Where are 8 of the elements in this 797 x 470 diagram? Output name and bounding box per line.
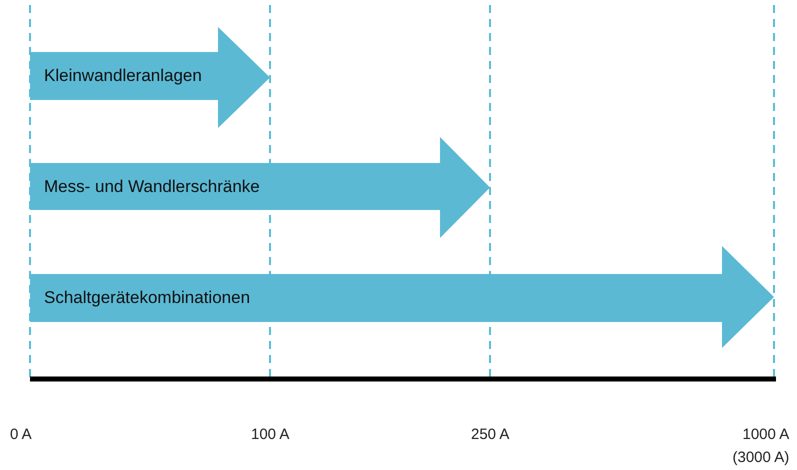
range-label: Schaltgerätekombinationen: [44, 288, 250, 308]
range-label: Kleinwandleranlagen: [44, 66, 202, 86]
axis-tick-label: 250 A: [471, 426, 510, 444]
range-label: Mess- und Wandlerschränke: [44, 176, 260, 196]
axis-tick-label: 1000 A: [742, 426, 790, 444]
axis-tick-label: 0 A: [10, 426, 32, 444]
axis-tick-label: (3000 A): [732, 449, 790, 467]
axis-tick-label: 100 A: [251, 426, 290, 444]
